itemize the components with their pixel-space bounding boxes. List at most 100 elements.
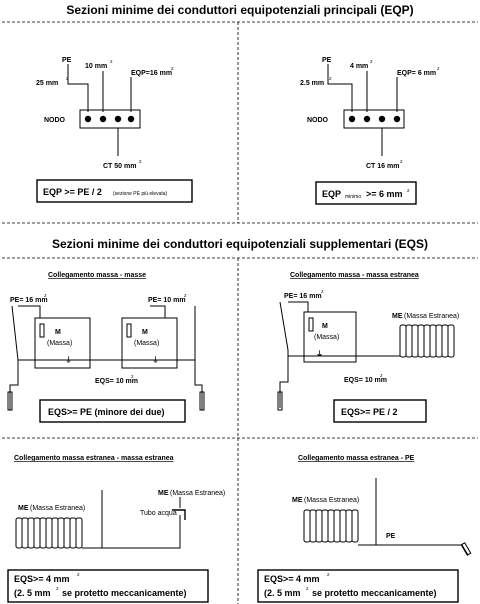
me-note: (Massa Estranea): [304, 497, 359, 504]
formula: EQS>= PE / 2: [341, 407, 398, 417]
formula-box: [36, 179, 193, 203]
formula-box: [333, 399, 427, 423]
sup: 2: [171, 66, 174, 71]
eqp-size-label: EQP= 6 mm: [397, 70, 436, 77]
earth-rod-icon: [7, 391, 13, 411]
formula-line2b: se protetto meccanicamente): [62, 588, 187, 598]
mid-size-label: 4 mm: [350, 63, 368, 70]
m-label: M: [322, 323, 328, 330]
eqs-massa-estranea-panel: Collegamento massa - massa estranea PE= …: [277, 272, 459, 423]
formula-line1: EQS>= 4 mm: [264, 574, 320, 584]
sup: 2: [44, 293, 47, 298]
pe-label: PE: [386, 533, 396, 540]
sup: 2: [321, 289, 324, 294]
sup: 2: [329, 76, 332, 81]
eqs-wire: [287, 350, 400, 357]
me-label: ME: [292, 497, 303, 504]
device-m-2: [121, 317, 178, 369]
subtitle: Collegamento massa - masse: [48, 272, 146, 279]
pe-wire: [67, 64, 89, 112]
earth-rod-left: [9, 360, 19, 410]
pe-wire-left: [11, 305, 19, 361]
earth-rod: [279, 356, 289, 408]
nodo-bar: [79, 109, 141, 129]
pe-right-label: PE= 10 mm: [148, 297, 186, 304]
sup: 2: [380, 373, 383, 378]
formula-note: (sezione PE più elevata): [113, 191, 168, 197]
pe-wire-left-to-m: [18, 305, 41, 318]
terminal: [393, 115, 401, 123]
ct-label: CT 50 mm: [103, 163, 136, 170]
m-label: M: [142, 329, 148, 336]
formula-prefix: EQP: [322, 189, 341, 199]
pipe-icon: [172, 509, 186, 520]
formula-box: [257, 569, 459, 603]
formula-line2: (2. 5 mm: [14, 588, 51, 598]
sup: 2: [370, 59, 373, 64]
terminal: [363, 115, 371, 123]
formula-sub: minimo: [345, 194, 361, 200]
massa-label: (Massa): [47, 340, 72, 347]
nodo-bar: [343, 109, 405, 129]
pe-wire: [327, 64, 353, 112]
pe-size-label: 2.5 mm: [300, 80, 324, 87]
earth-rod-right: [194, 360, 203, 410]
radiator-icon: [303, 509, 359, 543]
eqs-wire: [82, 515, 181, 549]
me-left-label: ME: [18, 505, 29, 512]
pe-label: PE: [322, 57, 332, 64]
sup: 2: [327, 572, 330, 577]
subtitle: Collegamento massa estranea - PE: [298, 455, 415, 462]
device-indicator: [39, 323, 45, 338]
sup: 2: [131, 374, 134, 379]
device-indicator: [126, 323, 132, 338]
sup: 2: [407, 188, 410, 193]
pe-label: PE= 16 mm: [284, 293, 322, 300]
terminal: [114, 115, 122, 123]
pe-wire: [279, 301, 289, 351]
sup: 2: [306, 586, 309, 591]
mid-size-label: 10 mm: [85, 63, 107, 70]
title-eqs: Sezioni minime dei conduttori equipotenz…: [52, 237, 428, 251]
subtitle: Collegamento massa estranea - massa estr…: [14, 455, 174, 462]
earth-rod-icon: [277, 391, 283, 411]
pe-wire: [358, 544, 469, 556]
eqp-size-label: EQP=16 mm: [131, 70, 172, 77]
title-eqp: Sezioni minime dei conduttori equipotenz…: [66, 3, 413, 17]
formula-line2b: se protetto meccanicamente): [312, 588, 437, 598]
radiator-icon: [15, 517, 83, 549]
nodo-label: NODO: [44, 117, 66, 124]
sup: 2: [139, 159, 142, 164]
me-right-label: ME: [158, 490, 169, 497]
formula-main: EQP >= PE / 2: [43, 187, 102, 197]
pe-wire-to-m: [288, 301, 309, 312]
sup: 2: [77, 572, 80, 577]
eqs-label: EQS= 10 mm: [95, 378, 138, 385]
sup: 2: [110, 59, 113, 64]
device-m: [303, 311, 357, 363]
formula-line1: EQS>= 4 mm: [14, 574, 70, 584]
me-left-note: (Massa Estranea): [30, 505, 85, 512]
sup: 2: [184, 293, 187, 298]
m-label: M: [55, 329, 61, 336]
eqp-right-panel: PE 2.5 mm 2 4 mm 2 EQP= 6 mm 2 NODO CT 1…: [300, 57, 440, 205]
eqs-estranea-estranea-panel: Collegamento massa estranea - massa estr…: [7, 455, 225, 603]
formula-box: [315, 181, 417, 205]
sup: 2: [400, 159, 403, 164]
pe-left-label: PE= 16 mm: [10, 297, 48, 304]
formula-line2: (2. 5 mm: [264, 588, 301, 598]
formula-main: >= 6 mm: [366, 189, 403, 199]
pe-wire-right-to-m: [150, 305, 166, 318]
earth-rod-icon: [460, 542, 472, 556]
sup: 2: [437, 66, 440, 71]
earth-rod-icon: [199, 391, 205, 411]
massa-label: (Massa): [314, 334, 339, 341]
massa-label: (Massa): [134, 340, 159, 347]
eqp-left-panel: PE 25 mm 2 10 mm 2 EQP=16 mm 2 NODO CT 5…: [36, 57, 193, 203]
pe-label: PE: [62, 57, 72, 64]
radiator-icon: [399, 324, 455, 358]
pe-size-label: 25 mm: [36, 80, 58, 87]
terminal: [99, 115, 107, 123]
me-label: ME: [392, 313, 403, 320]
